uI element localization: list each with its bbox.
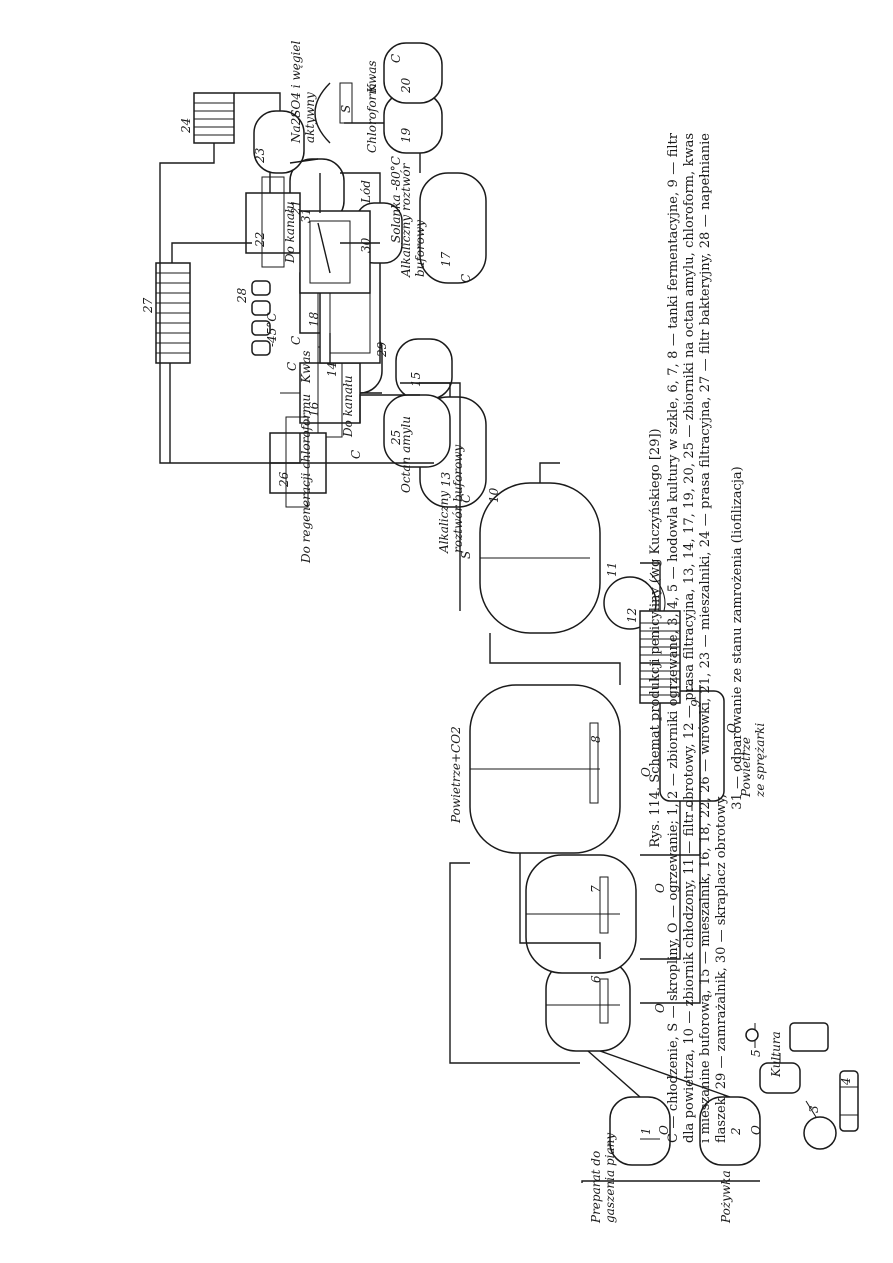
ice-collector [314, 82, 353, 144]
marker-O-8: O [639, 767, 653, 777]
label-alkaliczny-line1: Alkaliczny roztwór [399, 162, 413, 278]
number-19: 19 [399, 127, 413, 143]
equipment-numbers: 1 2 3 4 5 6 7 8 9 10 11 12 13 14 15 16 1… [141, 77, 853, 1136]
marker-C-14: C [285, 362, 299, 371]
number-31: 31 [299, 208, 313, 223]
label-temp45: -45°C [265, 312, 279, 347]
number-18: 18 [307, 311, 321, 327]
caption-legend-end: 31 — odparowanie ze stanu zamrożenia (li… [730, 466, 745, 810]
number-25: 25 [389, 430, 403, 446]
number-29: 29 [375, 341, 389, 358]
number-27: 27 [141, 297, 155, 314]
number-10: 10 [487, 487, 501, 503]
number-26: 26 [277, 471, 291, 488]
number-9: 9 [689, 699, 703, 707]
number-12: 12 [625, 608, 639, 623]
utility-markers: C C C C C C S S O O O O O O [285, 54, 763, 1135]
label-alkaliczny2-line1: Alkaliczny [437, 491, 451, 554]
label-kwas-2: Kwas [365, 60, 379, 94]
number-15: 15 [409, 372, 423, 387]
label-powietrze-line2: ze sprężarki [753, 723, 767, 798]
figure-caption: Rys. 114. Schemat produkcji penicyliny (… [648, 133, 746, 1143]
number-5: 5 [749, 1049, 763, 1057]
number-8: 8 [589, 735, 603, 743]
number-6: 6 [589, 975, 603, 983]
label-na2so4-line2: aktywny [303, 92, 317, 143]
number-30: 30 [359, 237, 373, 253]
label-solanka: Solanka -80°C [389, 156, 403, 243]
culture-vessel-5 [745, 1022, 829, 1094]
marker-S-19: S [339, 105, 353, 113]
fermenter-8 [469, 684, 621, 854]
culture-flask-3 [803, 1100, 837, 1150]
number-24: 24 [179, 118, 193, 134]
marker-C-20: C [389, 54, 403, 63]
label-do-kanalu-1: Do kanału [341, 375, 355, 438]
label-chloroform: Chloroform [365, 83, 379, 153]
marker-O-2: O [749, 1125, 763, 1135]
caption-title: Rys. 114. Schemat produkcji penicyliny (… [648, 428, 663, 848]
filter-press-24 [193, 92, 235, 144]
label-do-regeneracji: Do regeneracji chloroformu [299, 394, 313, 564]
number-2: 2 [729, 1127, 743, 1136]
label-pozywka: Pożywka [719, 1170, 733, 1224]
marker-C-17: C [459, 274, 473, 283]
tank-20 [383, 42, 443, 104]
process-labels: Preparat do gaszenia piany Pożywka Kultu… [265, 41, 783, 1224]
label-octan-amylu: Octan amylu [399, 416, 413, 493]
label-powietrze-co2: Powietrze+CO2 [449, 726, 463, 824]
culture-bottle-4 [839, 1070, 859, 1132]
label-kwas-1: Kwas [299, 350, 313, 384]
label-alkaliczny-line2: buforowy [413, 220, 427, 277]
marker-O-9: O [725, 723, 739, 733]
marker-S-10: S [459, 551, 473, 559]
number-3: 3 [807, 1105, 821, 1113]
number-16: 16 [307, 401, 321, 417]
label-do-kanalu-2: Do kanału [283, 201, 297, 264]
label-preparat-line1: Preparat do [589, 1151, 603, 1224]
marker-C-13: C [459, 494, 473, 503]
number-11: 11 [605, 562, 619, 577]
label-kultura: Kultura [769, 1031, 783, 1078]
label-preparat-line2: gaszenia piany [603, 1133, 617, 1223]
number-21: 21 [289, 200, 303, 216]
mixer-15 [395, 338, 453, 400]
number-22: 22 [253, 232, 267, 248]
label-alkaliczny2-line2: roztwór buforowy [451, 445, 465, 553]
marker-C-29: C [289, 336, 303, 345]
number-23: 23 [253, 147, 267, 164]
bacterial-filter-27 [155, 262, 191, 364]
number-4: 4 [839, 1077, 853, 1086]
label-powietrze-line1: Powietrze [739, 737, 753, 798]
tank-10 [479, 482, 601, 634]
marker-O-7: O [653, 883, 667, 893]
label-na2so4-line1: Na2SO4 i węgiel [289, 41, 303, 144]
air-filter-9 [659, 681, 725, 811]
marker-C-25: C [349, 450, 363, 459]
bottle-filling-28 [251, 280, 271, 356]
marker-O-6: O [653, 1003, 667, 1013]
mixer-23 [253, 110, 305, 174]
tank-17 [419, 172, 487, 284]
number-28: 28 [235, 287, 249, 304]
number-20: 20 [399, 77, 413, 94]
number-1: 1 [639, 1127, 653, 1135]
fermenter-7 [525, 854, 637, 974]
caption-legend: C — chłodzenie, S — skropliny, O — ogrze… [666, 133, 729, 1143]
number-14: 14 [325, 362, 339, 377]
number-7: 7 [589, 885, 603, 893]
marker-O-1: O [657, 1125, 671, 1135]
lyophilization-31 [299, 210, 371, 294]
label-lod: Lód [359, 180, 373, 204]
pipes [159, 92, 760, 1183]
number-17: 17 [439, 251, 453, 267]
number-13: 13 [439, 471, 453, 487]
